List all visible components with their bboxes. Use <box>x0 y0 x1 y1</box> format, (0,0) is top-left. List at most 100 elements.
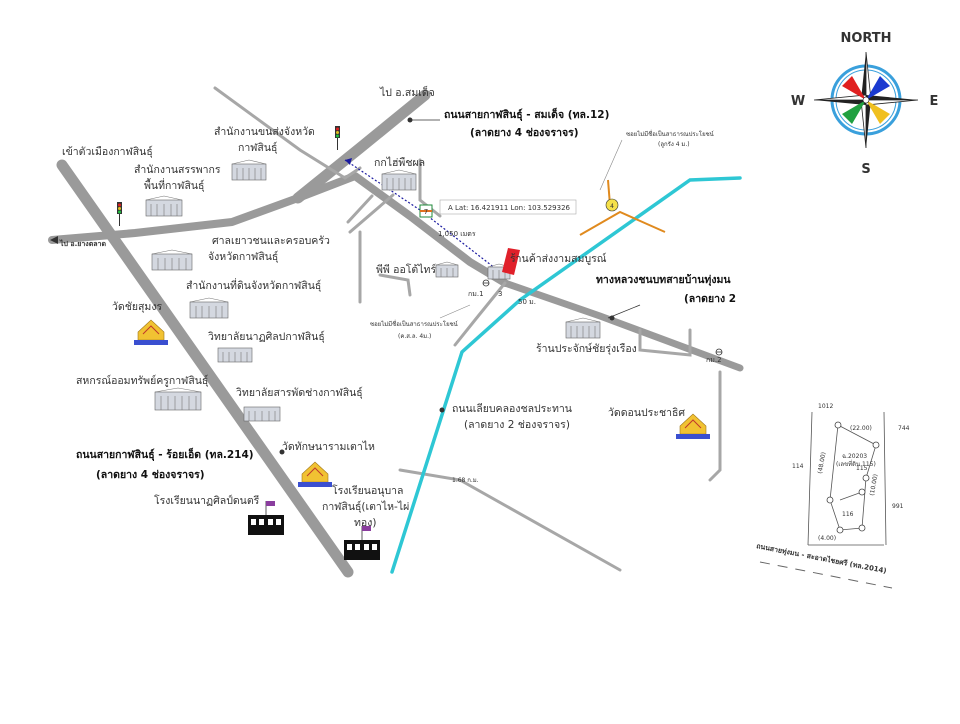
compass-rose <box>813 51 919 149</box>
road-side-prachak <box>638 328 692 357</box>
road-side-pp <box>378 273 412 297</box>
building-icon <box>231 159 267 181</box>
label-to-city: เข้าตัวเมืองกาฬสินธุ์ <box>62 145 153 158</box>
label-distance-50: 50 ม. <box>518 298 536 306</box>
route-arrow-icon <box>345 158 352 165</box>
label-kokhai: กกไฮ่พืชผล <box>374 156 425 169</box>
road-side-km2 <box>708 370 722 482</box>
road-side-north <box>213 86 347 180</box>
svg-text:(เลขที่ดิน 115): (เลขที่ดิน 115) <box>836 460 876 468</box>
label-hwy214-detail: (ลาดยาง 4 ช่องจราจร) <box>96 469 205 481</box>
road-to-yangtalat <box>48 194 302 244</box>
road-side-lower <box>398 468 622 572</box>
svg-text:(22.00): (22.00) <box>850 425 872 432</box>
label-store: ร้านค้าส่งงามสมบูรณ์ <box>510 252 607 265</box>
label-prachak: ร้านประจักษ์ชัยรุ่งเรือง <box>536 342 637 355</box>
label-to-yangtalat: ไป อ.ยางตลาด <box>59 239 106 248</box>
route-line <box>344 159 501 273</box>
compass-south: S <box>861 162 870 177</box>
school-icon <box>248 501 284 535</box>
building-icon <box>189 297 229 319</box>
seven-eleven-icon <box>419 204 433 218</box>
road-side-kokhai <box>418 158 442 218</box>
label-rural-road-detail: (ลาดยาง 2 <box>684 293 736 305</box>
road-side-junction <box>453 281 507 347</box>
building-icon <box>435 261 459 278</box>
label-hwy12-detail: (ลาดยาง 4 ช่องจราจร) <box>470 127 579 139</box>
label-youth-court-2: จังหวัดกาฬสินธุ์ <box>208 250 278 263</box>
building-icon <box>151 249 193 271</box>
parcel-labels: 1012 744 114 115 991 116 ฉ.20203 (เลขที่… <box>756 403 910 575</box>
road-side-grid <box>343 166 395 234</box>
building-icon <box>381 169 417 191</box>
svg-text:(48.00): (48.00) <box>817 452 828 475</box>
km-marker-icon <box>715 348 723 356</box>
building-icon <box>154 387 202 411</box>
label-pp-auto: พีพี ออโต้ไทร์ <box>376 263 436 276</box>
building-icon <box>217 347 253 363</box>
label-land-office: สำนักงานที่ดินจังหวัดกาฬสินธุ์ <box>186 278 321 292</box>
svg-text:114: 114 <box>792 463 804 470</box>
svg-text:ฉ.20203: ฉ.20203 <box>842 453 867 460</box>
label-canal-road-detail: (ลาดยาง 2 ช่องจราจร) <box>464 419 570 431</box>
label-hwy214: ถนนสายกาฬสินธุ์ - ร้อยเอ็ด (ทล.214) <box>76 447 254 462</box>
compass-north: NORTH <box>840 31 891 46</box>
label-rural-road: ทางหลวงชนบทสายบ้านทุ่งมน <box>596 273 731 287</box>
label-dramatic-arts: วิทยาลัยนาฏศิลปกาฬสินธุ์ <box>208 330 325 343</box>
plot-4-badge <box>605 198 619 212</box>
label-km2: กม.2 <box>706 356 722 364</box>
label-transport-office: สำนักงานขนส่งจังหวัด <box>214 126 315 138</box>
label-revenue: สำนักงานสรรพากร <box>134 164 221 176</box>
label-revenue-2: พื้นที่กาฬสินธุ์ <box>144 178 204 192</box>
irrigation-canal <box>390 176 742 574</box>
svg-text:1012: 1012 <box>818 403 833 410</box>
temple-icon <box>298 461 332 487</box>
traffic-light-icon <box>117 202 122 226</box>
road-kalasin-somdet-north <box>292 89 431 204</box>
school-icon <box>344 526 380 560</box>
label-youth-court: ศาลเยาวชนและครอบครัว <box>212 235 330 247</box>
arrow-left-icon <box>50 236 58 244</box>
location-marker-icon <box>502 248 520 275</box>
building-icon <box>145 195 183 217</box>
road-kalasin-somdet-south <box>294 172 509 287</box>
plot-4-lines <box>579 179 666 236</box>
parcel-diagram <box>759 411 893 589</box>
temple-icon <box>134 319 168 345</box>
compass-west: W <box>791 94 805 109</box>
label-coords: A Lat: 16.421911 Lon: 103.529326 <box>448 204 571 212</box>
svg-text:115: 115 <box>856 465 868 472</box>
label-hwy12: ถนนสายกาฬสินธุ์ - สมเด็จ (ทล.12) <box>444 107 609 122</box>
svg-text:991: 991 <box>892 503 904 510</box>
svg-text:(4.00): (4.00) <box>818 535 836 542</box>
label-kindergarten: โรงเรียนอนุบาล <box>332 484 403 497</box>
label-to-somdet: ไป อ.สมเด็จ <box>379 85 435 99</box>
plot-4-label: 4 <box>610 203 614 210</box>
parcel-road-label: ถนนสายทุ่งมน - สะอาดไชยศรี (ทล.2014) <box>756 541 888 575</box>
label-point-3: 3 <box>498 290 502 298</box>
seven-eleven-label: 7 <box>424 208 428 216</box>
label-public-soi-bottom: ซอยไม่มีชื่อเป็นสาธารณประโยชน์ <box>370 319 458 328</box>
traffic-light-icon <box>335 126 340 150</box>
label-public-soi-top-2: (ลูกรัง 4 ม.) <box>658 141 690 148</box>
label-wat-chaisumon: วัดชัยสุมงร <box>112 301 162 313</box>
label-wat-thakhana: วัดทักษนารามเตาไห <box>282 440 375 453</box>
label-polytechnic: วิทยาลัยสารพัดช่างกาฬสินธุ์ <box>236 386 363 399</box>
svg-text:116: 116 <box>842 511 854 518</box>
svg-text:744: 744 <box>898 425 910 432</box>
km-marker-icon <box>482 279 490 287</box>
label-teacher-coop: สหกรณ์ออมทรัพย์ครูกาฬสินธุ์ <box>76 374 208 387</box>
temple-icon <box>676 413 710 439</box>
label-wat-donprachathit: วัดดอนประชาธิศ <box>608 407 685 419</box>
label-distance-1050: 1,050 เมตร <box>438 230 476 238</box>
label-dance-school: โรงเรียนนาฏศิลป์ดนตรี <box>154 494 260 507</box>
label-public-soi-top: ซอยไม่มีชื่อเป็นสาธารณประโยชน์ <box>626 129 714 138</box>
building-icon <box>565 317 601 339</box>
road-rural-thungmon <box>501 279 744 372</box>
svg-text:(10.00): (10.00) <box>869 474 880 497</box>
compass-east: E <box>930 94 939 109</box>
label-transport-office-2: กาฬสินธุ์ <box>238 141 277 154</box>
label-kindergarten-3: ทอง) <box>354 517 376 529</box>
building-icon <box>243 406 281 422</box>
